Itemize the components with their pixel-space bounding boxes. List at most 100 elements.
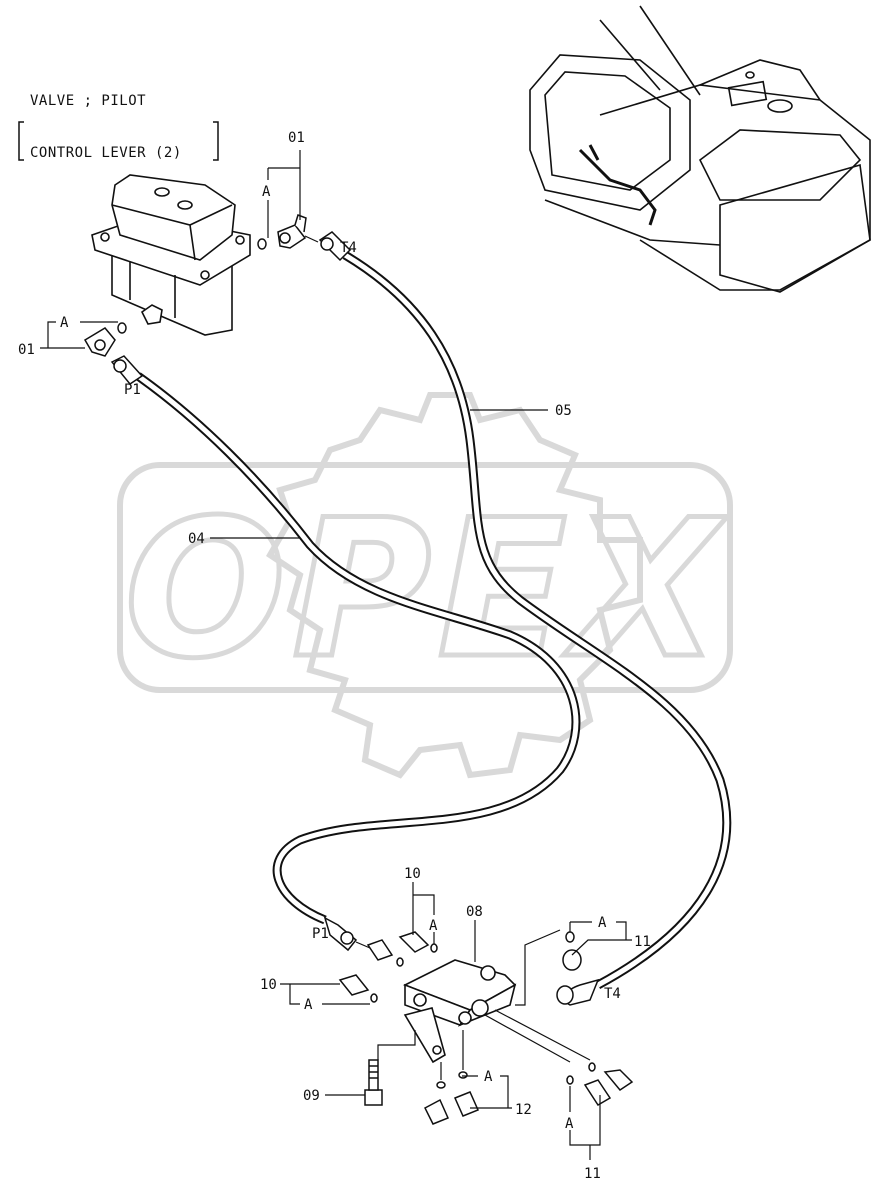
valve-body-lines — [129, 262, 176, 318]
opex-watermark: OPEX — [117, 392, 733, 779]
valve-cap-edge — [111, 204, 233, 261]
callout-10-top: 10 — [404, 866, 421, 882]
fitting-12-a — [424, 1098, 450, 1125]
leader-01-left — [40, 321, 85, 349]
fitting-10-top — [398, 931, 430, 953]
valve-08-port-4 — [413, 993, 427, 1007]
valve-08-assembly — [403, 959, 517, 1064]
o-ring-p1 — [396, 957, 404, 967]
callout-a-top: A — [262, 184, 271, 200]
o-ring-10-top — [430, 943, 438, 953]
valve-08-port-3 — [458, 1011, 472, 1025]
align-line-11-top — [515, 929, 561, 1006]
elbow-fitting-01-top — [257, 214, 307, 250]
callout-a-12: A — [484, 1069, 493, 1085]
lever-boss-2 — [177, 200, 193, 210]
callout-a-10-top: A — [429, 918, 438, 934]
o-ring-a-top — [257, 238, 267, 250]
callout-a-10-left: A — [304, 997, 313, 1013]
callout-labels: 01 A A 01 05 04 10 A 08 A 11 10 A 09 A 1… — [18, 130, 651, 1182]
callout-a-11-top: A — [598, 915, 607, 931]
fitting-11-top-nut — [562, 949, 582, 971]
fitting-p1-adapter — [366, 939, 394, 961]
body-deck — [599, 84, 871, 291]
hose-05-top-nut — [320, 237, 334, 251]
bolt-09-head — [364, 1089, 383, 1106]
callout-01-left: 01 — [18, 342, 35, 358]
callout-11-bottom: 11 — [584, 1166, 601, 1182]
hose-04-bottom-nut — [340, 931, 354, 945]
elbow-left-hex — [94, 339, 106, 351]
port-labels: T4 P1 P1 T4 — [124, 240, 621, 1002]
cab-roof-detail — [699, 59, 821, 101]
port-p1-top: P1 — [124, 382, 141, 398]
flange-bolt-1 — [100, 232, 110, 242]
valve-08-port-2 — [471, 999, 489, 1017]
callout-04: 04 — [188, 531, 205, 547]
callout-10-left: 10 — [260, 977, 277, 993]
title-line-1: VALVE ; PILOT — [30, 93, 146, 109]
o-ring-12-a — [436, 1081, 446, 1089]
callout-11-top: 11 — [634, 934, 651, 950]
hose-04-inner — [136, 373, 579, 923]
hoses — [135, 251, 732, 989]
leader-lines — [40, 150, 632, 1160]
valve-08-tab-hole — [432, 1045, 442, 1055]
watermark-text: OPEX — [124, 479, 728, 700]
title-bracket-right — [213, 121, 219, 161]
hose-05-bottom-nut — [556, 985, 574, 1005]
excavator-inset — [529, 5, 871, 293]
counterweight — [719, 163, 871, 293]
watermark-frame — [117, 462, 733, 693]
leader-12 — [462, 1075, 512, 1109]
leader-11-bottom — [569, 1086, 601, 1160]
flange-bolt-2 — [235, 235, 245, 245]
fitting-11-bottom-a — [603, 1069, 634, 1091]
pilot-valve-assembly — [91, 174, 251, 336]
callout-01-top: 01 — [288, 130, 305, 146]
title-bracket-left — [18, 121, 24, 161]
callout-12: 12 — [515, 1102, 532, 1118]
port-p1-bottom: P1 — [312, 926, 329, 942]
hose-end-fittings — [110, 231, 600, 1006]
fittings-around-valve — [338, 931, 634, 1125]
fitting-11-bottom-b — [583, 1079, 612, 1107]
leader-11-top — [570, 921, 632, 956]
callout-a-11-bottom: A — [565, 1116, 574, 1132]
fitting-10-left — [338, 974, 370, 996]
o-ring-a-left — [117, 322, 127, 334]
boom-arm — [599, 5, 701, 96]
inset-lower-line — [544, 199, 721, 246]
align-line-t4-top — [304, 235, 319, 243]
tank-cap — [767, 99, 793, 113]
valve-08-port-1 — [480, 965, 496, 981]
port-t4-top: T4 — [340, 240, 357, 256]
hose-05-inner — [343, 252, 730, 988]
align-line-p1 — [355, 941, 371, 949]
align-line-12 — [440, 1030, 464, 1080]
lever-boss-1 — [154, 187, 170, 197]
elbow-top-stem — [294, 214, 307, 233]
align-line-11-bottom — [484, 1009, 591, 1063]
o-ring-10-left — [370, 993, 378, 1003]
o-ring-12-b — [458, 1071, 468, 1079]
align-line-09 — [377, 1030, 416, 1060]
watermark-gear-outline — [266, 392, 643, 779]
callout-08: 08 — [466, 904, 483, 920]
leader-10-left — [280, 983, 340, 1005]
callout-05: 05 — [555, 403, 572, 419]
callout-09: 09 — [303, 1088, 320, 1104]
bolt-09-thread — [369, 1065, 378, 1079]
flange-bolt-3 — [200, 270, 210, 280]
o-ring-11-bottom — [588, 1062, 596, 1072]
engine-cover — [698, 129, 862, 201]
valve-port-boss — [140, 304, 163, 325]
title-line-2: CONTROL LEVER (2) — [30, 145, 182, 161]
leader-10-top — [412, 882, 435, 935]
hose-04-top-nut — [113, 359, 127, 373]
elbow-top-hex — [279, 232, 291, 244]
leader-01-top — [268, 150, 301, 220]
o-ring-11-mid — [566, 1075, 574, 1085]
callout-a-left: A — [60, 315, 69, 331]
